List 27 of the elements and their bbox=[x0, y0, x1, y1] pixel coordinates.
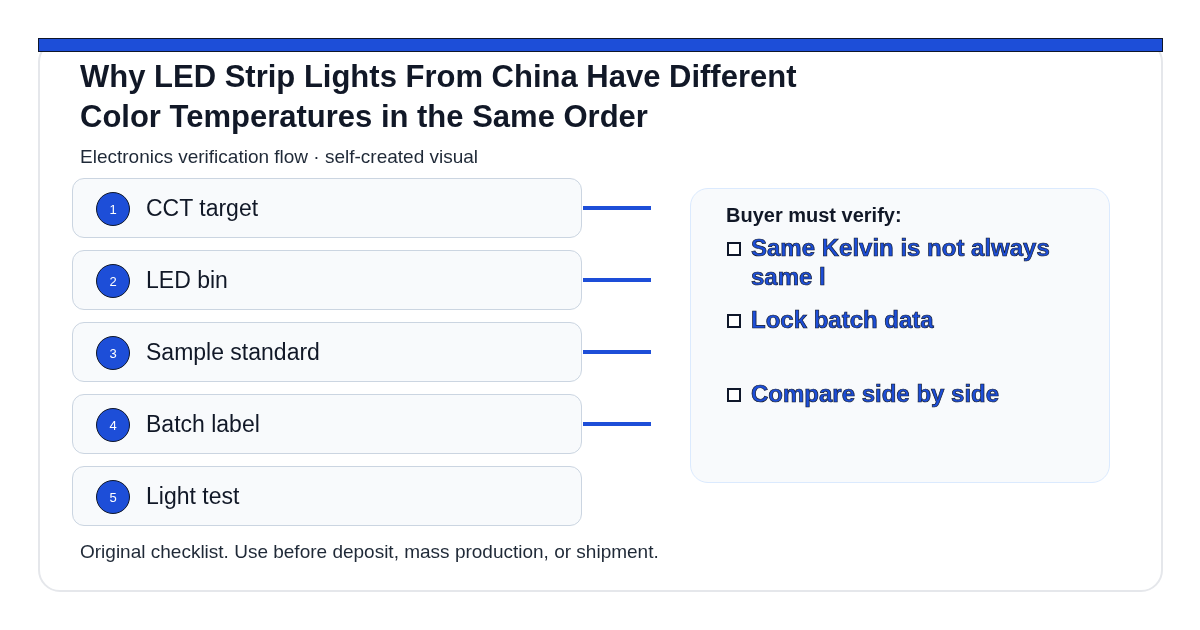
checklist-heading: Buyer must verify: bbox=[726, 203, 902, 227]
checklist-item: Lock batch data bbox=[751, 305, 935, 334]
footnote: Original checklist. Use before deposit, mass production, or shipment. bbox=[80, 540, 659, 563]
step-number: 3 bbox=[96, 336, 130, 370]
step-label: LED bin bbox=[146, 266, 228, 294]
connector-line bbox=[583, 422, 651, 426]
step-number: 2 bbox=[96, 264, 130, 298]
step-label: Sample standard bbox=[146, 338, 320, 366]
title: Why LED Strip Lights From China Have Different Color Temperatures in the Same Order bbox=[80, 58, 798, 136]
connector-line bbox=[583, 278, 651, 282]
step-box bbox=[72, 250, 582, 310]
subtitle: Electronics verification flow · self-created visual bbox=[80, 145, 479, 168]
checklist-panel bbox=[690, 188, 1110, 483]
step-number: 4 bbox=[96, 408, 130, 442]
step-box bbox=[72, 322, 582, 382]
step-label: Batch label bbox=[146, 410, 260, 438]
checklist-item: Compare side by side bbox=[751, 379, 1001, 408]
checklist-item: Same Kelvin is not always same l bbox=[751, 233, 1051, 291]
step-box bbox=[72, 178, 582, 238]
step-box bbox=[72, 394, 582, 454]
step-number: 5 bbox=[96, 480, 130, 514]
step-box bbox=[72, 466, 582, 526]
step-number: 1 bbox=[96, 192, 130, 226]
step-label: CCT target bbox=[146, 194, 259, 222]
connector-line bbox=[583, 206, 651, 210]
connector-line bbox=[583, 350, 651, 354]
step-label: Light test bbox=[146, 482, 240, 510]
